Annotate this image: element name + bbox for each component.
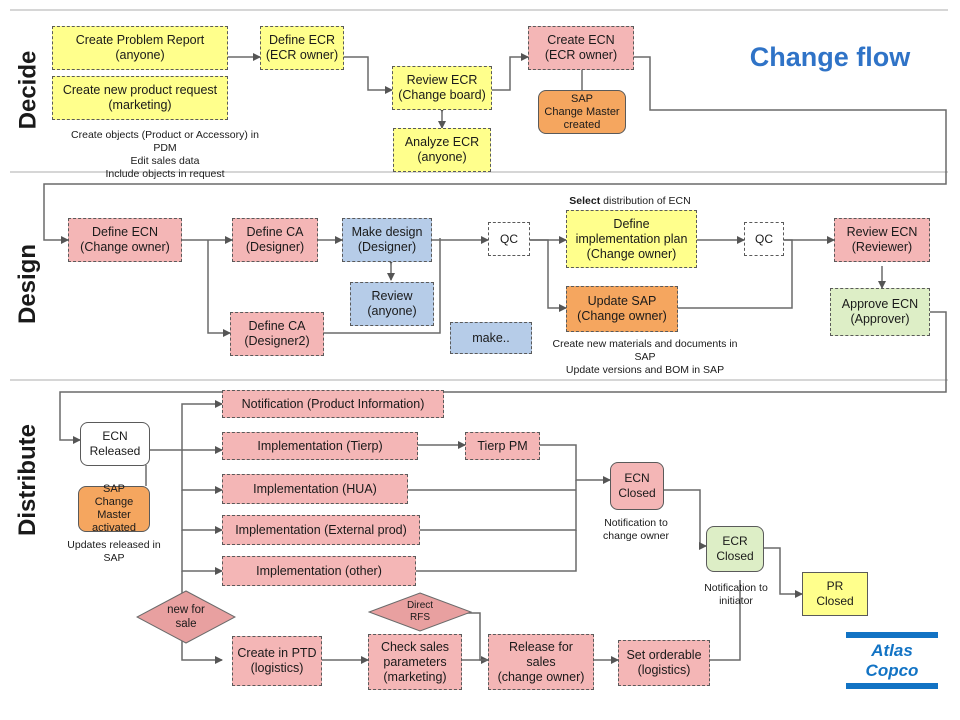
ecn-closed-box[interactable]: ECN Closed — [610, 462, 664, 510]
review-ecn-box[interactable]: Review ECN (Reviewer) — [834, 218, 930, 262]
band-label-design: Design — [14, 243, 42, 325]
make-box[interactable]: make.. — [450, 322, 532, 354]
notification-initiator-note: Notification to initiator — [704, 582, 768, 607]
approve-ecn-box[interactable]: Approve ECN (Approver) — [830, 288, 930, 336]
check-sales-parameters-box[interactable]: Check sales parameters (marketing) — [368, 634, 462, 690]
pr-closed-box[interactable]: PR Closed — [802, 572, 868, 616]
objects-note: Create objects (Product or Accessory) in… — [71, 129, 259, 180]
define-ecr-box[interactable]: Define ECR (ECR owner) — [260, 26, 344, 70]
updates-released-note: Updates released in SAP — [67, 539, 161, 564]
create-ecn-box[interactable]: Create ECN (ECR owner) — [528, 26, 634, 70]
review-box[interactable]: Review (anyone) — [350, 282, 434, 326]
tierp-pm-box[interactable]: Tierp PM — [465, 432, 540, 460]
page-title: Change flow — [749, 42, 911, 72]
analyze-ecr-box[interactable]: Analyze ECR (anyone) — [393, 128, 491, 172]
ecr-closed-box[interactable]: ECR Closed — [706, 526, 764, 572]
new-for-sale-decision[interactable]: new for sale — [136, 590, 236, 644]
define-ca2-box[interactable]: Define CA (Designer2) — [230, 312, 324, 356]
release-for-sales-box[interactable]: Release for sales (change owner) — [488, 634, 594, 690]
review-ecr-box[interactable]: Review ECR (Change board) — [392, 66, 492, 110]
qc-box-1[interactable]: QC — [488, 222, 530, 256]
create-in-ptd-box[interactable]: Create in PTD (logistics) — [232, 636, 322, 686]
band-label-distribute: Distribute — [14, 423, 42, 537]
define-implementation-plan-box[interactable]: Define implementation plan (Change owner… — [566, 210, 697, 268]
select-distribution-note: Select distribution of ECN — [569, 195, 691, 207]
ecn-released-box[interactable]: ECN Released — [80, 422, 150, 466]
notification-product-information-box[interactable]: Notification (Product Information) — [222, 390, 444, 418]
logo-wordmark: Atlas Copco — [865, 641, 919, 680]
create-problem-report-box[interactable]: Create Problem Report (anyone) — [52, 26, 228, 70]
materials-note: Create new materials and documents in SA… — [552, 338, 738, 376]
sap-change-master-created-box[interactable]: SAP Change Master created — [538, 90, 626, 134]
set-orderable-box[interactable]: Set orderable (logistics) — [618, 640, 710, 686]
implementation-other-box[interactable]: Implementation (other) — [222, 556, 416, 586]
atlas-copco-logo: Atlas Copco — [846, 632, 938, 689]
qc-box-2[interactable]: QC — [744, 222, 784, 256]
direct-rfs-decision[interactable]: Direct RFS — [368, 592, 472, 632]
define-ca-box[interactable]: Define CA (Designer) — [232, 218, 318, 262]
implementation-tierp-box[interactable]: Implementation (Tierp) — [222, 432, 418, 460]
band-label-decide: Decide — [14, 50, 42, 130]
make-design-box[interactable]: Make design (Designer) — [342, 218, 432, 262]
update-sap-box[interactable]: Update SAP (Change owner) — [566, 286, 678, 332]
implementation-hua-box[interactable]: Implementation (HUA) — [222, 474, 408, 504]
notification-change-owner-note: Notification to change owner — [603, 517, 669, 542]
implementation-external-box[interactable]: Implementation (External prod) — [222, 515, 420, 545]
sap-change-master-activated-box[interactable]: SAP Change Master activated — [78, 483, 150, 534]
define-ecn-box[interactable]: Define ECN (Change owner) — [68, 218, 182, 262]
create-product-request-box[interactable]: Create new product request (marketing) — [52, 76, 228, 120]
